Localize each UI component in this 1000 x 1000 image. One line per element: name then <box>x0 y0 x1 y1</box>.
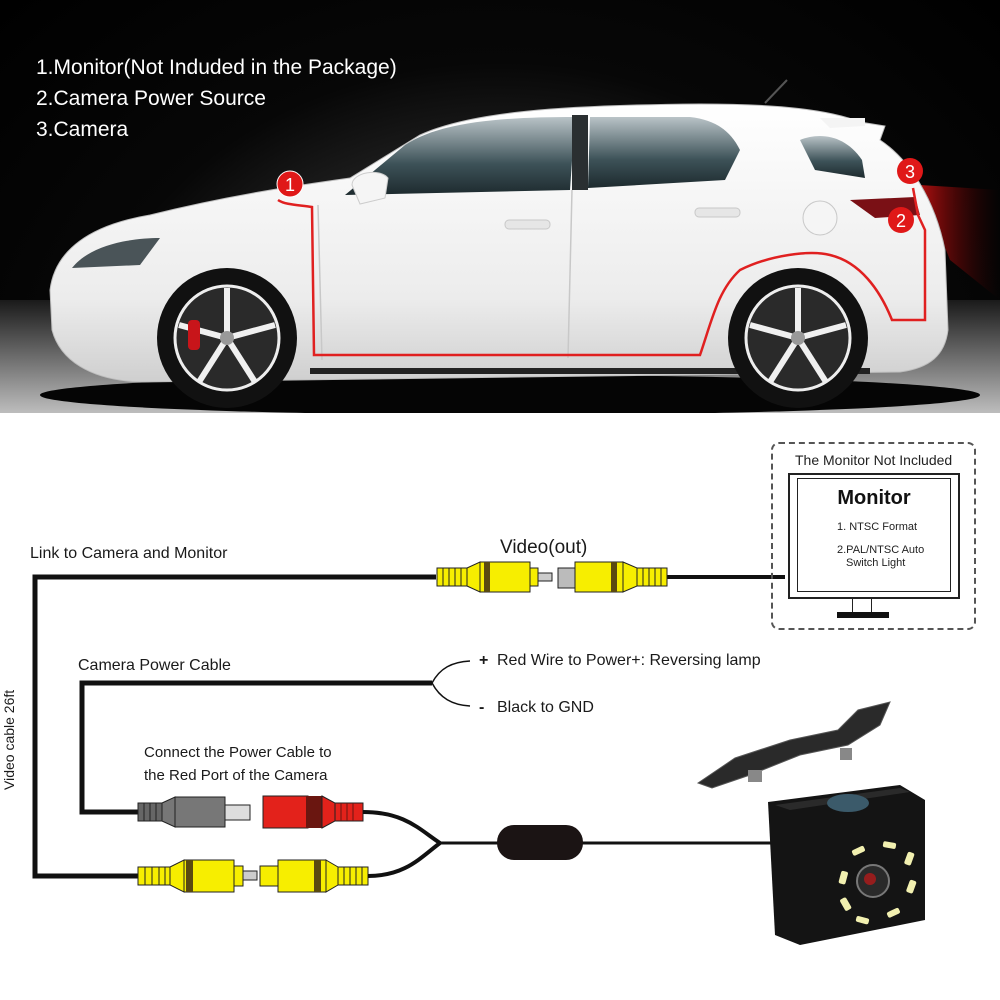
monitor-not-included-box: The Monitor Not Included Monitor 1. NTSC… <box>771 442 976 630</box>
black-wire-note: -Black to GND <box>479 699 594 716</box>
legend-item-monitor: 1.Monitor(Not Induded in the Package) <box>36 56 397 79</box>
rear-wheel <box>728 268 868 408</box>
video-out-label: Video(out) <box>500 537 588 558</box>
car-photo: 1 3 2 1.Monitor(Not Induded in the Packa… <box>0 0 1000 413</box>
connect-note: Connect the Power Cable to the Red Port … <box>144 744 332 784</box>
monitor-spec-pal-ntsc: 2.PAL/NTSC Auto <box>837 544 925 556</box>
component-legend: 1.Monitor(Not Induded in the Package) 2.… <box>36 52 397 145</box>
legend-item-power-source: 2.Camera Power Source <box>36 87 266 110</box>
power-cable-label: Camera Power Cable <box>78 657 231 674</box>
camera-video-male-rca <box>137 859 258 893</box>
monitor-base <box>837 612 889 618</box>
monitor-icon: Monitor 1. NTSC Format 2.PAL/NTSC Auto S… <box>788 473 960 599</box>
monitor-stand <box>852 599 872 613</box>
minus-sign-icon: - <box>479 699 485 716</box>
camera-video-female-rca <box>259 859 369 893</box>
plus-sign-icon: + <box>479 652 489 669</box>
power-red-socket <box>262 795 364 829</box>
power-gray-plug <box>137 796 251 828</box>
car-illustration <box>0 79 1000 413</box>
monitor-spec-switch: Switch Light <box>846 557 906 569</box>
monitor-note: The Monitor Not Included <box>795 452 953 468</box>
monitor-screen: Monitor 1. NTSC Format 2.PAL/NTSC Auto S… <box>797 478 951 592</box>
red-wire-route <box>277 187 927 357</box>
link-label: Link to Camera and Monitor <box>30 545 228 562</box>
backup-camera <box>696 701 925 945</box>
power-cable <box>79 680 432 815</box>
inline-module <box>497 825 583 860</box>
monitor-title: Monitor <box>837 487 911 509</box>
legend-item-camera: 3.Camera <box>36 118 129 141</box>
video-cable-length-label: Video cable 26ft <box>1 689 17 790</box>
video-cable <box>32 574 436 879</box>
video-out-male-rca <box>436 561 553 593</box>
red-wire-note: +Red Wire to Power+: Reversing lamp <box>479 652 761 669</box>
monitor-spec-ntsc: 1. NTSC Format <box>837 521 918 533</box>
video-out-female-rca <box>557 561 668 593</box>
front-wheel <box>157 268 297 408</box>
